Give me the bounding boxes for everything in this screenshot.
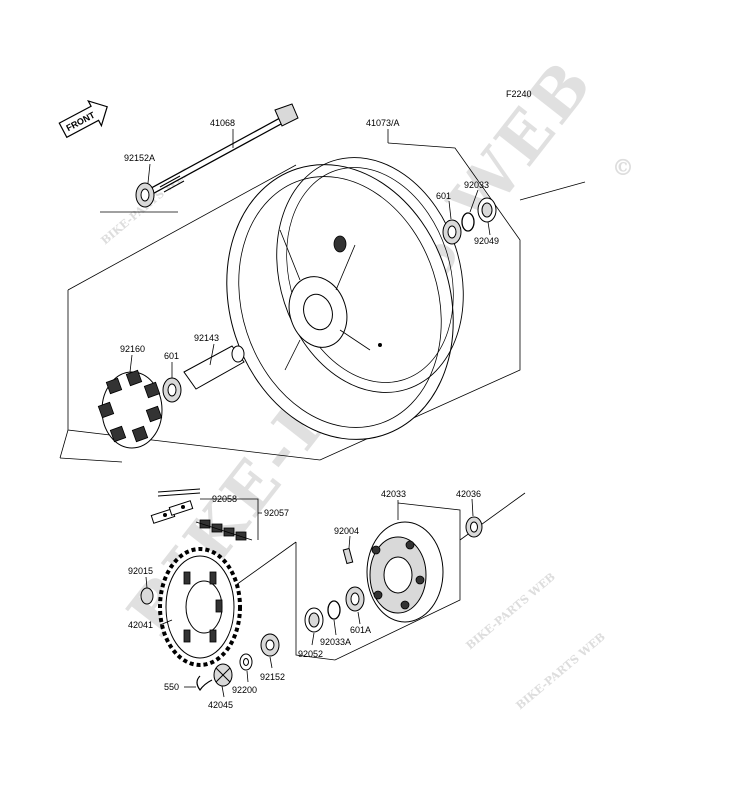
- nut-92015: [140, 587, 154, 605]
- bearing-601-mid: [162, 377, 182, 403]
- sprocket-42041: [158, 547, 242, 667]
- figure-code: F2240: [506, 89, 532, 99]
- hub-42033: [366, 521, 444, 623]
- chain-link-plates: [150, 500, 194, 524]
- nut-42045: [213, 663, 233, 687]
- label-601-top: 601: [436, 191, 451, 201]
- washer-92200: [239, 653, 253, 671]
- label-92057: 92057: [264, 508, 289, 518]
- front-arrow-icon: FRONT: [58, 99, 108, 139]
- label-601A: 601A: [350, 625, 371, 635]
- axle-41068: [148, 103, 299, 196]
- label-92200: 92200: [232, 685, 257, 695]
- label-92058: 92058: [212, 494, 237, 504]
- label-92052: 92052: [298, 649, 323, 659]
- seal-92049: [477, 197, 497, 223]
- collar-42036: [465, 516, 483, 538]
- label-92049: 92049: [474, 236, 499, 246]
- label-92033A: 92033A: [320, 637, 351, 647]
- seal-92052: [304, 607, 324, 633]
- label-41068: 41068: [210, 118, 235, 128]
- spacer-92152: [260, 633, 280, 657]
- label-92152A: 92152A: [124, 153, 155, 163]
- label-601-mid: 601: [164, 351, 179, 361]
- bearing-601-top: [442, 219, 462, 245]
- cotter-pin-550: [196, 675, 213, 692]
- circlip-92033-top: [461, 212, 475, 232]
- label-42033: 42033: [381, 489, 406, 499]
- label-92033-top: 92033: [464, 180, 489, 190]
- copyright-mark: ©: [612, 155, 634, 181]
- chain-92057: [150, 488, 253, 541]
- label-92160: 92160: [120, 344, 145, 354]
- label-42041: 42041: [128, 620, 153, 630]
- label-42036: 42036: [456, 489, 481, 499]
- label-92015: 92015: [128, 566, 153, 576]
- label-42045: 42045: [208, 700, 233, 710]
- circlip-92033A: [327, 600, 341, 620]
- rim-41073A: [226, 157, 464, 440]
- watermark-bottom-right: BIKE-PARTS WEB: [514, 630, 608, 712]
- label-92004: 92004: [334, 526, 359, 536]
- label-550: 550: [164, 682, 179, 692]
- stud-92004: [342, 547, 354, 565]
- chain-roller-segment: [195, 519, 253, 541]
- nut-92152A: [135, 182, 155, 208]
- watermark-mid-right: BIKE-PARTS WEB: [464, 570, 558, 652]
- bearing-601A: [345, 586, 365, 612]
- upper-assembly-outline: [59, 142, 586, 463]
- label-41073A: 41073/A: [366, 118, 400, 128]
- damper-92160: [97, 369, 163, 449]
- label-92152: 92152: [260, 672, 285, 682]
- spacer-92143: [183, 345, 245, 390]
- label-92143: 92143: [194, 333, 219, 343]
